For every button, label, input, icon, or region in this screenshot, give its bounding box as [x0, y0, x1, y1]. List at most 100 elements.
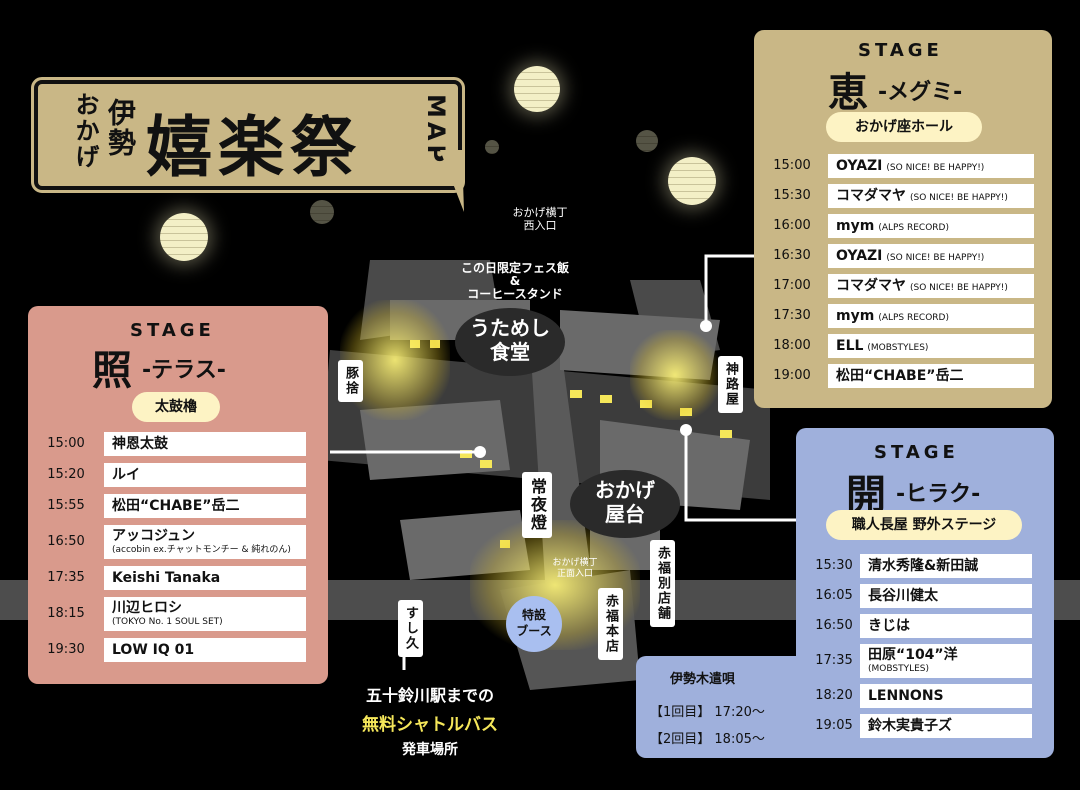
- schedule-time: 17:35: [815, 653, 853, 668]
- act-note: (SO NICE! BE HAPPY!): [910, 193, 1008, 203]
- schedule-row: 19:30 LOW IQ 01: [36, 638, 306, 662]
- stage-terasu-venue: 太鼓櫓: [132, 392, 220, 422]
- act-note: (SO NICE! BE HAPPY!): [886, 253, 985, 263]
- schedule-time: 15:30: [815, 558, 853, 573]
- stage-megumi-word: STAGE: [858, 40, 943, 61]
- schedule-act: Keishi Tanaka: [104, 566, 306, 590]
- schedule-time: 18:00: [773, 338, 811, 353]
- act-name: 松田“CHABE”岳二: [112, 498, 240, 514]
- schedule-time: 19:00: [773, 368, 811, 383]
- schedule-time: 16:00: [773, 218, 811, 233]
- schedule-time: 18:20: [815, 688, 853, 703]
- schedule-act: LOW IQ 01: [104, 638, 306, 662]
- schedule-act: 鈴木実貴子ズ: [860, 714, 1032, 738]
- schedule-act: きじは: [860, 614, 1032, 638]
- west-entrance-label: おかげ横丁西入口: [512, 206, 568, 232]
- festival-logo: 伊勢 おかげ 嬉楽祭 MAP: [31, 77, 465, 193]
- act-name: Keishi Tanaka: [112, 570, 221, 586]
- lantern-icon: [310, 200, 334, 224]
- lantern-icon: [514, 66, 560, 112]
- schedule-row: 19:00 松田“CHABE”岳二: [762, 364, 1034, 388]
- schedule-time: 19:30: [47, 642, 85, 657]
- act-name: mym: [836, 218, 875, 234]
- act-name: きじは: [868, 618, 910, 634]
- schedule-act: アッコジュン(accobin ex.チャットモンチー & 純れのん): [104, 525, 306, 559]
- act-name: コマダマヤ: [836, 278, 906, 294]
- logo-tail: [440, 150, 464, 212]
- lantern-icon: [160, 213, 208, 261]
- schedule-row: 19:05 鈴木実貴子ズ: [804, 714, 1032, 738]
- act-name: 松田“CHABE”岳二: [836, 368, 964, 384]
- stage-hiraku-kana: -ヒラク-: [896, 482, 981, 507]
- act-name: 田原“104”洋: [868, 647, 958, 663]
- front-entrance-label: おかげ横丁正面入口: [552, 558, 598, 579]
- akafuku-betten-label: 赤福別店舗: [650, 540, 675, 627]
- schedule-row: 15:30 コマダマヤ (SO NICE! BE HAPPY!): [762, 184, 1034, 208]
- schedule-act: 松田“CHABE”岳二: [104, 494, 306, 518]
- schedule-time: 15:55: [47, 498, 85, 513]
- schedule-act: コマダマヤ (SO NICE! BE HAPPY!): [828, 274, 1034, 298]
- act-name: 鈴木実貴子ズ: [868, 718, 952, 734]
- isegi-panel: [636, 656, 836, 758]
- shuttle-line-1: 五十鈴川駅までの: [365, 686, 494, 705]
- logo-okage: おかげ: [71, 92, 99, 170]
- akafuku-honten-label: 赤福本店: [598, 588, 623, 660]
- utameshi-label: うためし食堂: [455, 308, 565, 376]
- act-name: アッコジュン: [112, 528, 196, 544]
- limited-food-label: この日限定フェス飯&コーヒースタンド: [460, 261, 569, 301]
- lantern-icon: [668, 157, 716, 205]
- schedule-row: 17:35 田原“104”洋(MOBSTYLES): [804, 644, 1032, 678]
- logo-ise: 伊勢: [104, 98, 137, 158]
- schedule-time: 15:00: [47, 436, 85, 451]
- act-note: (ALPS RECORD): [878, 313, 949, 323]
- act-note: (TOKYO No. 1 SOUL SET): [112, 617, 223, 627]
- schedule-row: 15:55 松田“CHABE”岳二: [36, 494, 306, 518]
- shuttle-pointer: [402, 600, 406, 670]
- kanjiya-label: 神路屋: [718, 356, 743, 413]
- schedule-act: 神恩太鼓: [104, 432, 306, 456]
- schedule-time: 15:30: [773, 188, 811, 203]
- schedule-act: 川辺ヒロシ(TOKYO No. 1 SOUL SET): [104, 597, 306, 631]
- shuttle-line-2: 無料シャトルバス: [362, 715, 498, 735]
- schedule-time: 17:30: [773, 308, 811, 323]
- schedule-act: 清水秀隆&新田誠: [860, 554, 1032, 578]
- schedule-row: 18:20 LENNONS: [804, 684, 1032, 708]
- stage-megumi-venue: おかげ座ホール: [826, 112, 982, 142]
- act-name: ELL: [836, 338, 864, 354]
- schedule-row: 15:00 神恩太鼓: [36, 432, 306, 456]
- act-note: (SO NICE! BE HAPPY!): [910, 283, 1008, 293]
- stage-terasu-kana: -テラス-: [142, 358, 226, 383]
- act-name: LENNONS: [868, 688, 944, 704]
- schedule-act: OYAZI(SO NICE! BE HAPPY!): [828, 244, 1034, 268]
- schedule-row: 17:00 コマダマヤ (SO NICE! BE HAPPY!): [762, 274, 1034, 298]
- special-booth-label: 特設ブース: [506, 596, 562, 652]
- schedule-row: 16:00 mym(ALPS RECORD): [762, 214, 1034, 238]
- act-note: (accobin ex.チャットモンチー & 純れのん): [112, 545, 291, 555]
- schedule-act: 田原“104”洋(MOBSTYLES): [860, 644, 1032, 678]
- schedule-time: 17:00: [773, 278, 811, 293]
- act-note: (ALPS RECORD): [878, 223, 949, 233]
- act-name: 神恩太鼓: [112, 436, 168, 452]
- stage-hiraku-content: STAGE 開 -ヒラク- 職人長屋 野外ステージ: [796, 428, 1054, 758]
- act-name: コマダマヤ: [836, 188, 906, 204]
- glow-area: [630, 330, 720, 420]
- shuttle-line-3: 発車場所: [402, 742, 458, 758]
- schedule-act: mym(ALPS RECORD): [828, 214, 1034, 238]
- shuttle-info: 五十鈴川駅までの 無料シャトルバス 発車場所: [330, 682, 530, 759]
- isegi-title: 伊勢木遣唄: [670, 672, 736, 687]
- logo-title: 嬉楽祭: [146, 108, 362, 186]
- act-note: (SO NICE! BE HAPPY!): [886, 163, 985, 173]
- act-name: LOW IQ 01: [112, 642, 195, 658]
- schedule-time: 19:05: [815, 718, 853, 733]
- lantern-icon: [636, 130, 658, 152]
